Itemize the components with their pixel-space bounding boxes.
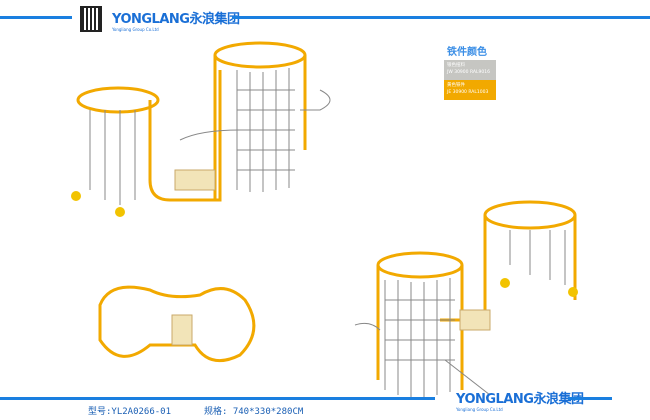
swatch-label: 银色扭料 bbox=[447, 63, 465, 68]
color-title: 铁件颜色 bbox=[447, 47, 487, 58]
footer-line-right bbox=[568, 397, 612, 400]
header-line-left bbox=[0, 16, 72, 19]
swatch-code: JE 30900 RAL1003 bbox=[447, 90, 489, 95]
swatch-yellow: 黄色铁件 JE 30900 RAL1003 bbox=[444, 80, 496, 100]
brand-sub: Yongliang Group Co.Ltd bbox=[456, 407, 503, 412]
brand-sub: Yongliang Group Co.Ltd bbox=[112, 27, 159, 32]
brand-name-cn: 永浪集团 bbox=[533, 392, 584, 407]
brand-name-cn: 永浪集团 bbox=[189, 12, 240, 27]
brand-name: YONGLANG bbox=[456, 392, 534, 407]
qr-code bbox=[80, 6, 102, 32]
brand-name: YONGLANG bbox=[112, 12, 190, 27]
model-number: 型号:YL2A0266-01 bbox=[88, 407, 172, 417]
footer-line bbox=[0, 397, 435, 400]
header-logo: YONGLANG永浪集团 Yongliang Group Co.Ltd bbox=[112, 8, 240, 32]
product-size: 规格: 740*330*280CM bbox=[204, 407, 304, 417]
header-line-right bbox=[232, 16, 650, 19]
footer-logo: YONGLANG永浪集团 Yongliang Group Co.Ltd bbox=[456, 388, 584, 412]
swatch-label: 黄色铁件 bbox=[447, 83, 465, 88]
swatch-code: JW 30900 RAL9016 bbox=[447, 70, 490, 75]
swatch-silver: 银色扭料 JW 30900 RAL9016 bbox=[444, 60, 496, 80]
